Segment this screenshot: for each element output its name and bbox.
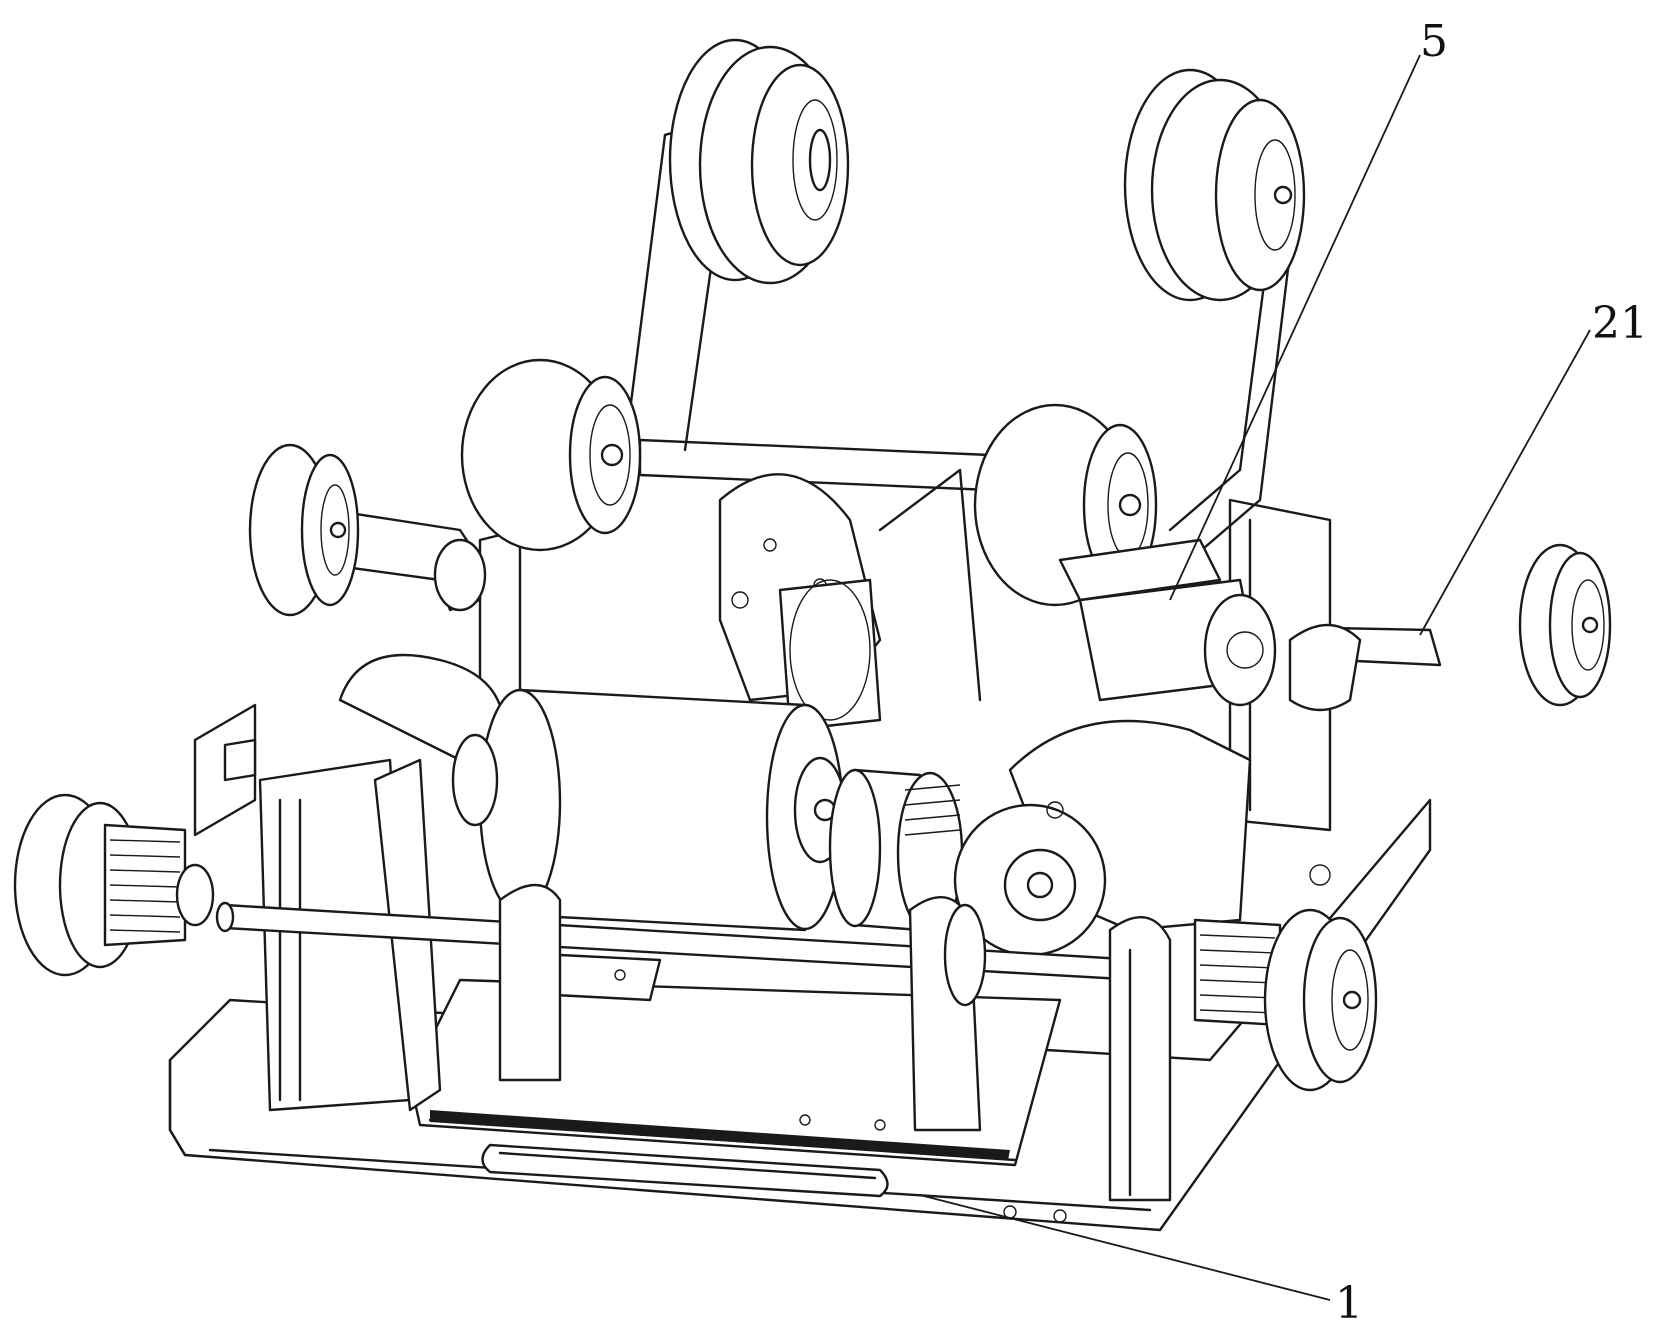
main-motor [451,688,847,932]
bearing-block-3 [1108,916,1172,1202]
callout-21: 21 [1592,298,1648,349]
tall-wheel-left [668,38,850,285]
tall-wheel-right [1123,68,1306,302]
leader-line-5 [1169,54,1421,601]
front-wheel-right [1193,908,1378,1092]
front-wheel-left [13,793,215,977]
bearing-block-1 [498,883,562,1082]
right-housing [1058,538,1277,707]
callout-1: 1 [1335,1278,1363,1329]
callout-5: 5 [1420,16,1448,67]
inner-plate [408,953,1062,1167]
rear-axle-left [248,443,487,617]
leader-line-21 [1419,329,1591,636]
center-gearbox [718,468,982,732]
axle-21 [1288,543,1612,712]
mid-wheel-left [460,358,642,552]
leader-line-1 [919,1194,1331,1301]
left-sensor-bracket [193,703,257,837]
bearing-block-2 [908,896,987,1132]
right-motor [953,719,1252,957]
